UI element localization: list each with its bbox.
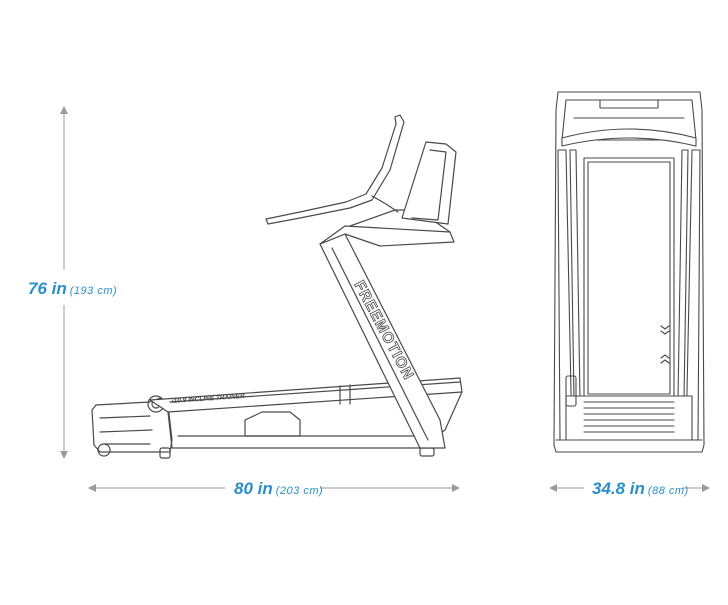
front-handlebar	[561, 128, 697, 147]
length-dimension-label: 80 in(203 cm)	[234, 479, 323, 499]
console-housing	[319, 225, 455, 247]
height-dimension-label: 76 in(193 cm)	[28, 279, 117, 299]
length-metric: (203 cm)	[275, 485, 324, 497]
length-value: 80 in	[234, 479, 273, 498]
width-value: 34.8 in	[592, 479, 645, 498]
rear-step	[565, 395, 693, 441]
width-dimension-label: 34.8 in(88 cm)	[592, 479, 689, 499]
rear-wheel	[97, 443, 111, 457]
treadmill-front-view	[553, 91, 705, 453]
handlebar	[265, 114, 405, 225]
running-belt	[583, 157, 675, 399]
width-metric: (88 cm)	[647, 485, 689, 497]
treadmill-side-view	[91, 114, 463, 459]
console-screen	[401, 141, 457, 225]
height-value: 76 in	[28, 279, 67, 298]
height-metric: (193 cm)	[69, 285, 118, 297]
